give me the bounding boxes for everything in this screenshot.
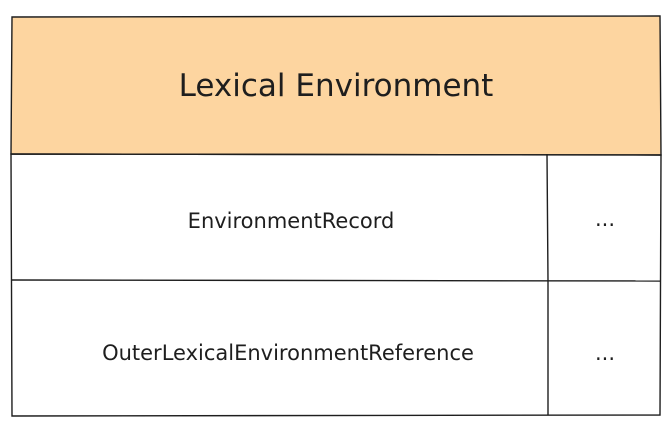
- body-box: [10, 153, 662, 417]
- column-divider: [546, 153, 549, 415]
- row-outer-reference-value: ...: [595, 341, 615, 365]
- row-environment-record-value: ...: [595, 207, 615, 231]
- row-environment-record-label: EnvironmentRecord: [188, 209, 395, 233]
- row-divider: [10, 279, 662, 282]
- row-outer-reference-label: OuterLexicalEnvironmentReference: [102, 341, 474, 365]
- header-title: Lexical Environment: [179, 68, 494, 104]
